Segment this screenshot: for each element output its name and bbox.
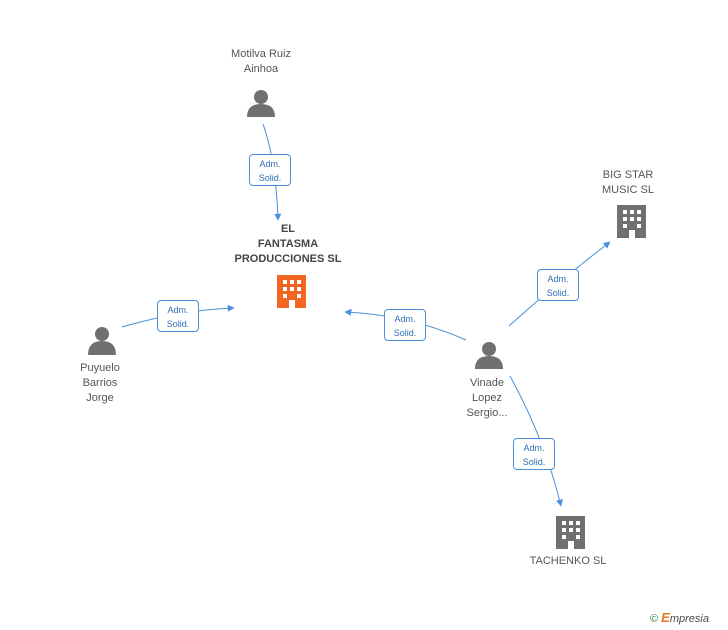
edge-label-line: Solid. xyxy=(522,457,546,467)
edge-label-puyuelo-fantasma[interactable]: Adm. Solid. xyxy=(157,300,199,332)
copyright-symbol: © xyxy=(650,613,659,625)
label-line: BIG STAR xyxy=(602,169,654,181)
building-icon-highlight[interactable] xyxy=(277,275,306,308)
edge-label-line: Solid. xyxy=(166,319,190,329)
node-label-vinade[interactable]: Vinade Lopez Sergio... xyxy=(447,376,527,421)
node-label-motilva[interactable]: Motilva Ruiz Ainhoa xyxy=(213,47,309,77)
label-line: PRODUCCIONES SL xyxy=(234,253,342,265)
edge-label-vinade-fantasma[interactable]: Adm. Solid. xyxy=(384,309,426,341)
label-line: MUSIC SL xyxy=(602,184,654,196)
edge-label-line: Adm. xyxy=(523,443,545,453)
edge-label-line: Adm. xyxy=(547,274,569,284)
building-icon[interactable] xyxy=(556,516,585,549)
building-icon[interactable] xyxy=(617,205,646,238)
node-label-bigstar[interactable]: BIG STAR MUSIC SL xyxy=(588,168,668,198)
label-line: Puyuelo xyxy=(80,362,120,374)
person-icon[interactable] xyxy=(247,90,275,117)
node-label-tachenko[interactable]: TACHENKO SL xyxy=(520,554,616,569)
person-icon[interactable] xyxy=(88,327,116,355)
node-label-puyuelo[interactable]: Puyuelo Barrios Jorge xyxy=(60,361,140,406)
node-label-fantasma[interactable]: EL FANTASMA PRODUCCIONES SL xyxy=(223,222,353,267)
label-line: Vinade xyxy=(469,377,505,389)
edge-label-line: Adm. xyxy=(167,305,189,315)
label-line: EL xyxy=(280,223,296,235)
edge-label-line: Solid. xyxy=(546,288,570,298)
edge-label-vinade-tachenko[interactable]: Adm. Solid. xyxy=(513,438,555,470)
edge-label-motilva-fantasma[interactable]: Adm. Solid. xyxy=(249,154,291,186)
label-line: Sergio... xyxy=(466,407,508,419)
label-line: Ainhoa xyxy=(243,63,279,75)
label-line: Barrios xyxy=(82,377,118,389)
label-line: Motilva Ruiz xyxy=(231,48,291,60)
edge-label-line: Solid. xyxy=(258,173,282,183)
label-line: Jorge xyxy=(86,392,114,404)
edge-label-line: Adm. xyxy=(259,159,281,169)
brand-initial: E xyxy=(661,610,670,625)
label-line: TACHENKO SL xyxy=(529,555,607,567)
empresia-footer[interactable]: © Empresia xyxy=(650,610,709,625)
label-line: FANTASMA xyxy=(257,238,319,250)
edge-label-vinade-bigstar[interactable]: Adm. Solid. xyxy=(537,269,579,301)
edge-label-line: Adm. xyxy=(394,314,416,324)
brand-name: mpresia xyxy=(669,613,709,625)
person-icon[interactable] xyxy=(475,342,503,369)
label-line: Lopez xyxy=(472,392,502,404)
edge-label-line: Solid. xyxy=(393,328,417,338)
